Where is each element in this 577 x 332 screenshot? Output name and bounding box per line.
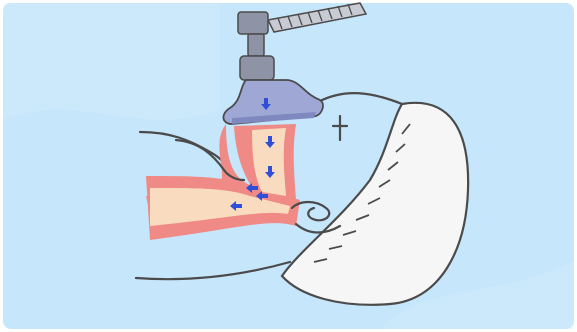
background-wave-1 xyxy=(3,3,220,120)
